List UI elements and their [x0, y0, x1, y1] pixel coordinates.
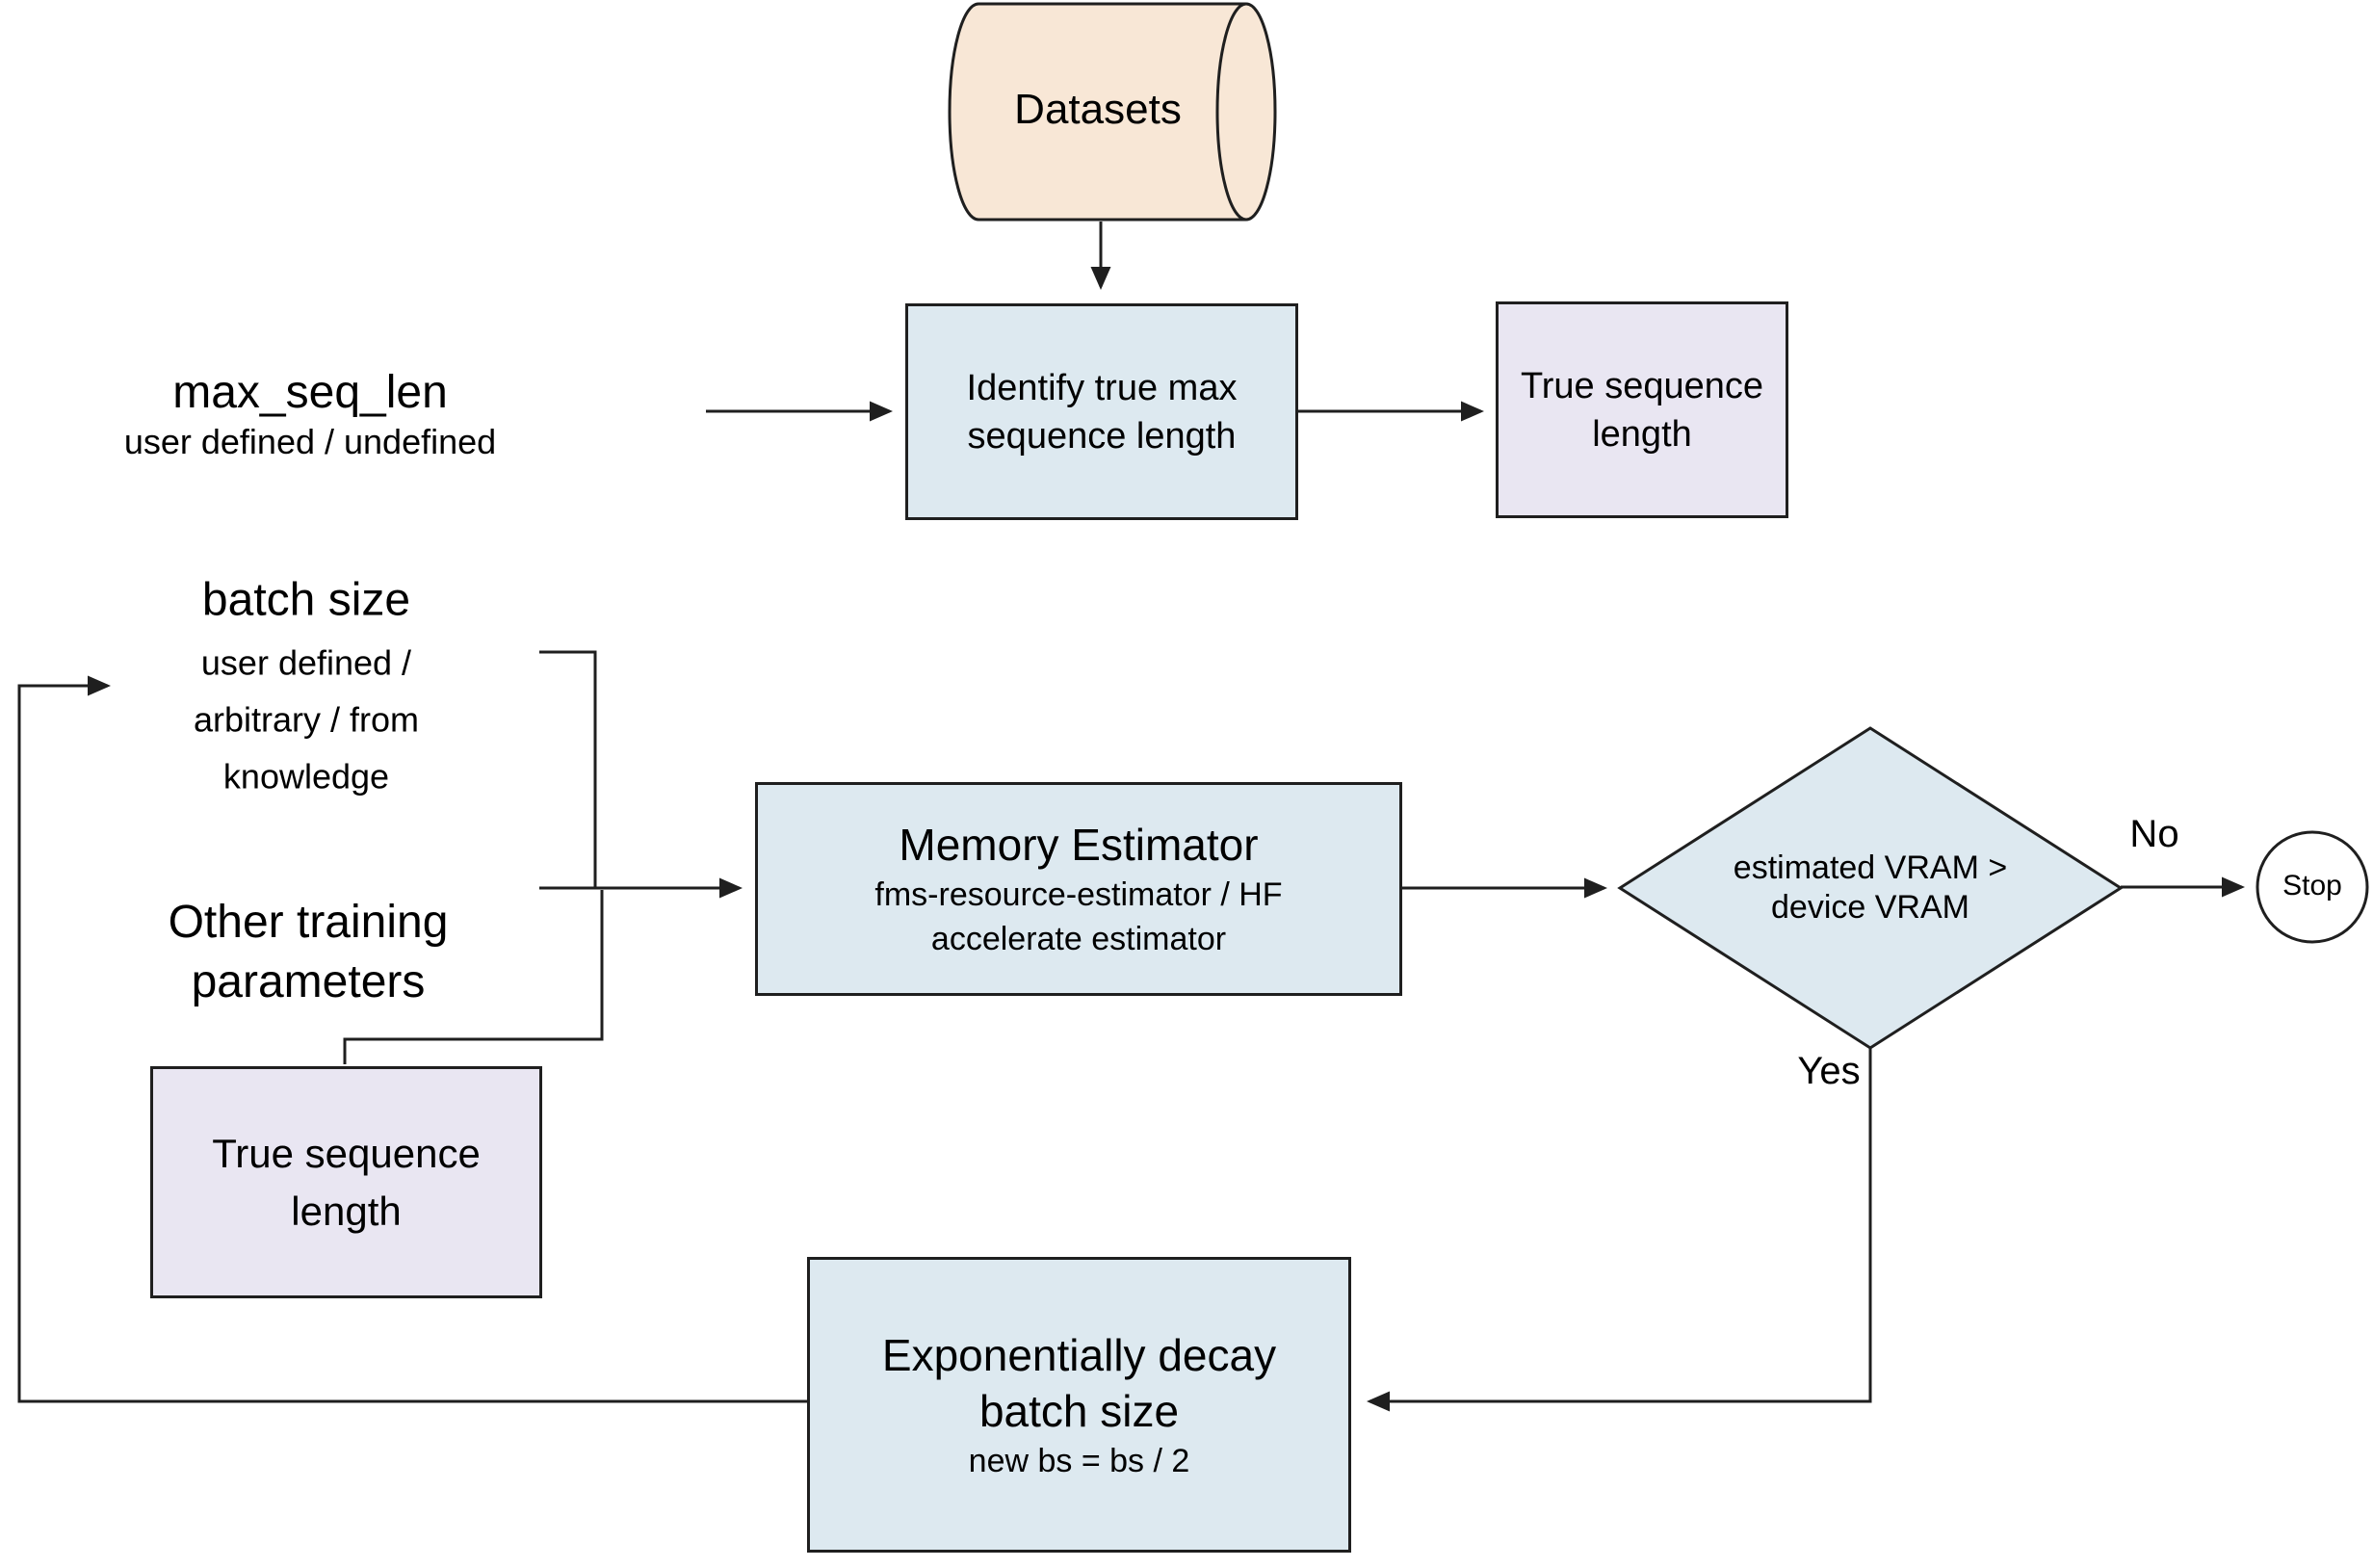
- decay-title-line2: batch size: [978, 1385, 1180, 1436]
- edge-label-no: No: [2129, 813, 2179, 855]
- batch-size-subtitle-line1: user defined /: [200, 642, 412, 683]
- memory-estimator-title: Memory Estimator: [899, 820, 1259, 870]
- node-identify-max-seq: Identify true max sequence length: [905, 303, 1298, 520]
- vram-decision-label: estimated VRAM > device VRAM: [1734, 849, 2007, 928]
- datasets-cylinder-cap-edge: [1215, 2, 1247, 222]
- batch-size-title: batch size: [201, 574, 411, 626]
- other-params-line2: parameters: [191, 956, 426, 1007]
- edge-label-yes: Yes: [1797, 1050, 1861, 1092]
- memory-estimator-subtitle-line1: fms-resource-estimator / HF: [874, 876, 1283, 913]
- true-seq-top-line2: length: [1592, 413, 1692, 455]
- max-seq-len-title: max_seq_len: [172, 367, 448, 418]
- true-seq-bottom-line1: True sequence: [212, 1130, 481, 1176]
- edge-trueseq-bottom-to-memory: [343, 890, 604, 1064]
- stop-circle: [2256, 830, 2369, 944]
- other-params-line1: Other training: [168, 897, 449, 948]
- edge-batchsize-bracket: [539, 650, 597, 888]
- datasets-label: Datasets: [1014, 86, 1182, 133]
- batch-size-subtitle-line2: arbitrary / from: [193, 699, 420, 740]
- node-true-seq-top: True sequence length: [1496, 301, 1788, 518]
- true-seq-bottom-line2: length: [291, 1188, 402, 1234]
- stop-label: Stop: [2282, 870, 2342, 902]
- node-memory-estimator: Memory Estimator fms-resource-estimator …: [755, 782, 1402, 996]
- memory-estimator-subtitle-line2: accelerate estimator: [930, 921, 1227, 957]
- batch-size-subtitle-line3: knowledge: [222, 756, 390, 797]
- decay-subtitle: new bs = bs / 2: [968, 1442, 1190, 1479]
- max-seq-len-subtitle: user defined / undefined: [123, 422, 497, 461]
- decay-title-line1: Exponentially decay: [881, 1329, 1277, 1380]
- other-params-annotation: Other training parameters: [169, 893, 449, 1012]
- batch-size-annotation: batch size user defined / arbitrary / fr…: [194, 573, 419, 805]
- vram-decision-line2: device VRAM: [1771, 889, 1969, 926]
- node-decay-batch-size: Exponentially decay batch size new bs = …: [807, 1257, 1351, 1553]
- vram-decision-line1: estimated VRAM >: [1733, 849, 2008, 886]
- true-seq-top-line1: True sequence: [1520, 365, 1764, 406]
- node-true-seq-bottom: True sequence length: [150, 1066, 542, 1298]
- identify-line1: Identify true max: [966, 367, 1238, 408]
- edge-decision-yes-to-decay: [1367, 1048, 1872, 1412]
- identify-line2: sequence length: [967, 415, 1237, 457]
- max-seq-len-annotation: max_seq_len user defined / undefined: [124, 365, 496, 463]
- edge-decay-loopback: [17, 675, 807, 1403]
